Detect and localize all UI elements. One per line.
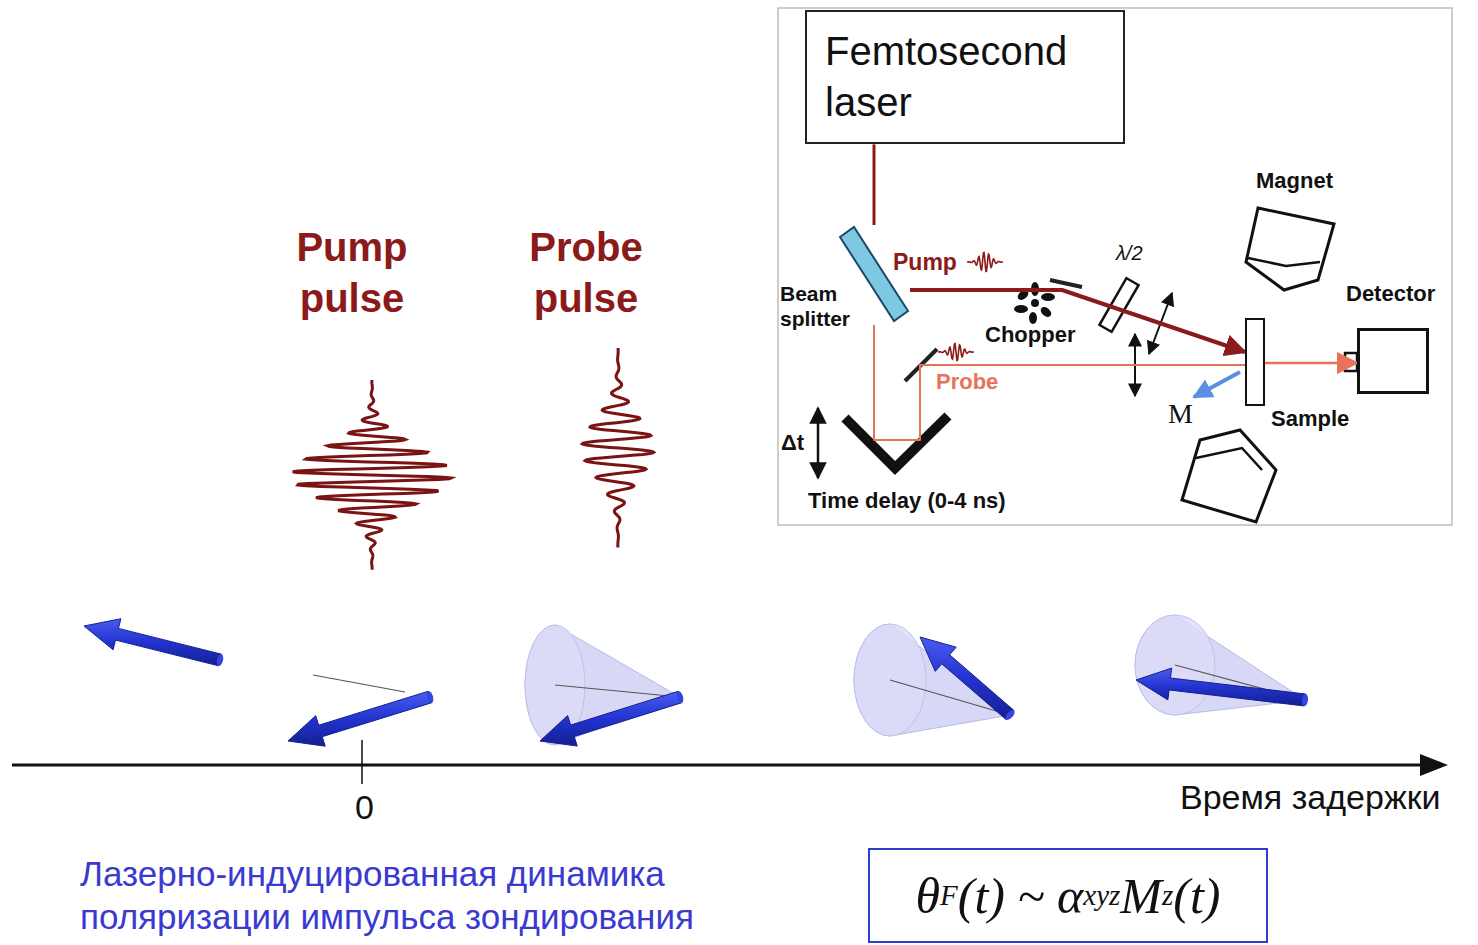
part-label: Chopper — [985, 322, 1075, 348]
node-label: Magnet — [1256, 168, 1333, 194]
beam-label: Probe — [934, 369, 1000, 395]
polarization-arrows — [1135, 293, 1172, 396]
magnet-lower — [1182, 430, 1276, 522]
magnetization-vector — [84, 619, 221, 666]
delay-arrow — [817, 408, 820, 478]
magnetization-vector — [288, 691, 432, 746]
magnet-shape — [1246, 208, 1334, 290]
formula-part: xyz — [1083, 879, 1120, 912]
inset-frame — [778, 8, 1452, 525]
formula-part: θ — [916, 867, 941, 925]
formula-part: M — [1120, 867, 1162, 925]
pulse-icon — [938, 344, 974, 361]
delay-line — [845, 416, 948, 468]
beam-label: Pump — [893, 249, 957, 276]
formula-part: F — [940, 879, 958, 912]
node-label: Sample — [1271, 406, 1349, 432]
magnet-lower — [1196, 448, 1262, 470]
axis-tick-label: 0 — [355, 788, 374, 827]
formula-part: (t) — [1173, 867, 1220, 925]
precession-cone — [1135, 615, 1305, 715]
node-label: Detector — [1346, 281, 1435, 307]
chopper-wheel — [1041, 293, 1055, 301]
magnetization-vector — [1301, 694, 1308, 707]
pulse-icon — [967, 253, 1003, 272]
magnetization-arrow — [1194, 372, 1240, 397]
formula-part: (t) ~ α — [958, 867, 1084, 925]
cone-axis — [555, 685, 680, 697]
pump-mirror — [1050, 280, 1082, 287]
magnet-shape — [1248, 258, 1320, 266]
caption: Лазерно-индуцированная динамика поляриза… — [80, 852, 800, 939]
formula-part: z — [1162, 879, 1173, 912]
magnet-lower — [1182, 430, 1276, 522]
magnet-shape — [1240, 200, 1336, 292]
delay-arrow — [818, 408, 819, 478]
magnet: Magnet — [1240, 200, 1336, 292]
transmitted-beam — [1265, 362, 1357, 365]
magnetization-arrow — [1194, 372, 1240, 397]
magnetization-vector — [1136, 668, 1306, 706]
magnetization-vector — [216, 653, 225, 666]
detector: Detector — [1357, 328, 1429, 394]
pulse-wave — [293, 380, 451, 570]
chopper-wheel — [1039, 305, 1053, 319]
time-axis — [12, 740, 1448, 784]
vector-label: M — [1168, 398, 1193, 430]
chopper-wheel — [1014, 305, 1028, 313]
pulse-wave — [582, 348, 653, 548]
pump-mirror — [1050, 280, 1082, 287]
equilibrium-axis — [313, 675, 405, 692]
formula-box: θF(t) ~ αxyzMz(t) — [868, 848, 1268, 943]
node-label: Beam splitter — [780, 281, 860, 331]
chopper-wheel — [1031, 299, 1039, 307]
node-label: Femtosecond laser — [825, 26, 1105, 128]
laser-box: Femtosecond laser — [805, 10, 1125, 144]
part-label: λ/2 — [1116, 242, 1143, 265]
axis-title: Время задержки — [1180, 778, 1441, 817]
part-label: Time delay (0-4 ns) — [808, 488, 1006, 514]
pulse-title: Probe pulse — [496, 222, 676, 324]
magnetization-vector — [425, 690, 434, 703]
precession-cone — [313, 615, 1305, 745]
sample: Sample — [1245, 318, 1265, 406]
laser-beam — [873, 144, 876, 225]
pulse-title: Pump pulse — [262, 222, 442, 324]
magnetization-vector — [84, 619, 1309, 746]
magnetization-vector — [675, 690, 684, 703]
delay-label: Δt — [781, 430, 804, 456]
magnetization-vector — [540, 691, 682, 746]
time-axis — [361, 740, 363, 784]
pump-beam — [910, 290, 1245, 352]
magnetization-vector — [920, 637, 1014, 720]
magnetization-vector — [1004, 709, 1016, 722]
time-axis — [12, 764, 1424, 767]
time-axis — [1420, 754, 1448, 776]
delay-line — [845, 416, 948, 468]
